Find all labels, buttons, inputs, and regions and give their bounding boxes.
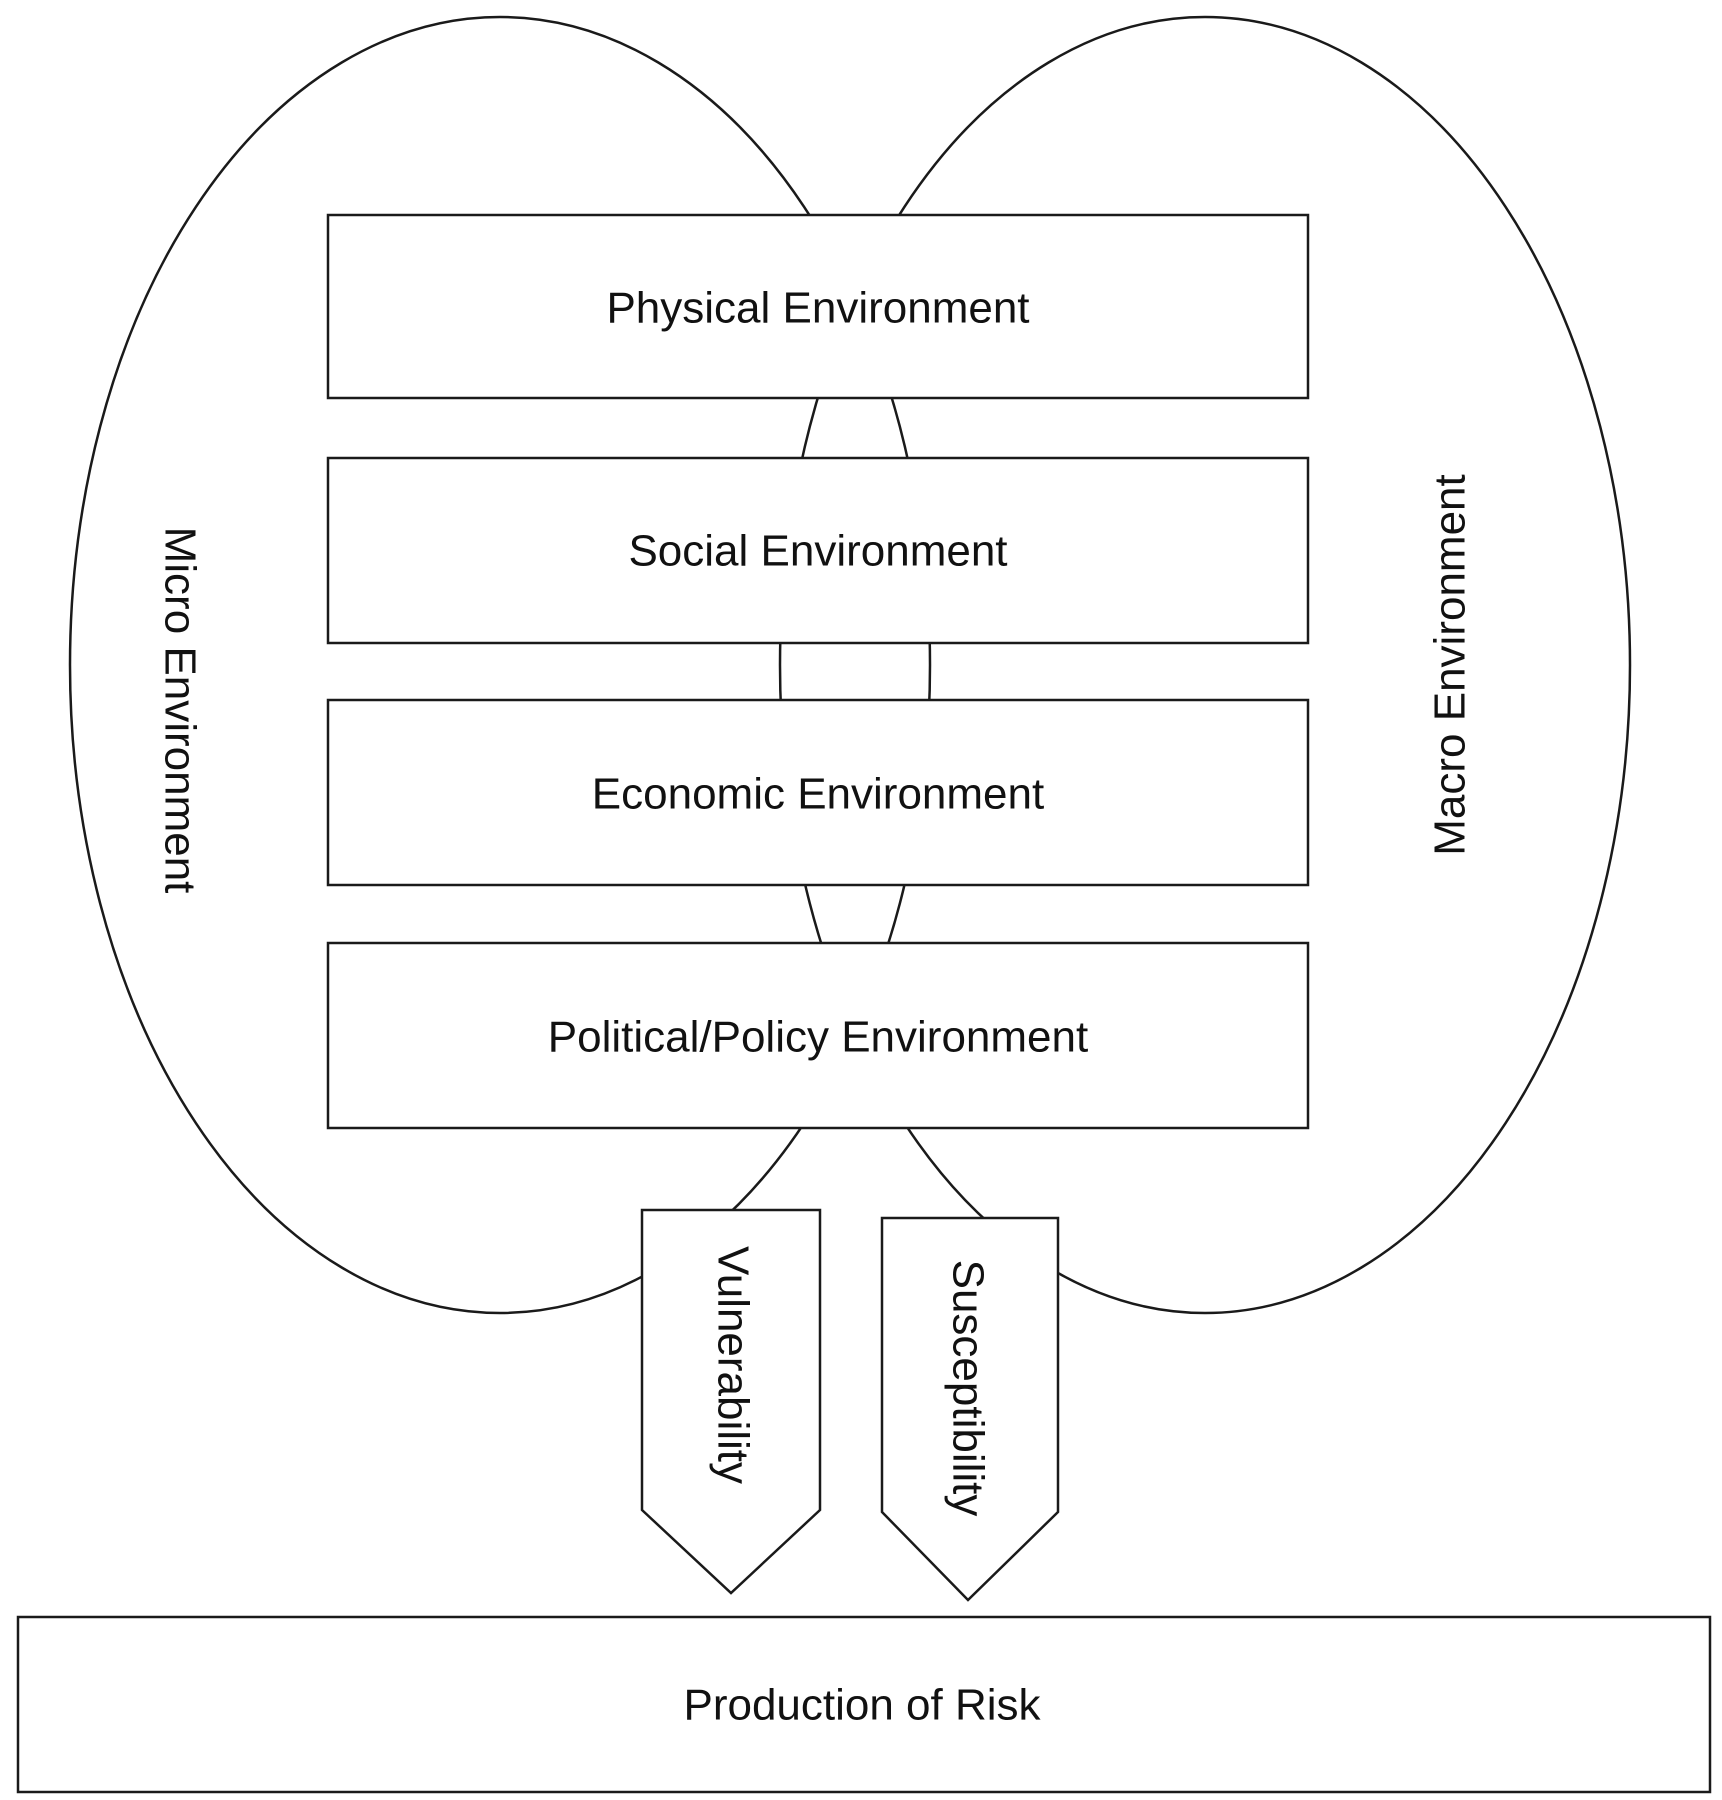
layer-political: Political/Policy Environment xyxy=(326,941,1310,1130)
arrow-susceptibility: Susceptibility xyxy=(880,1216,1060,1602)
arrow-vulnerability-label: Vulnerability xyxy=(709,1246,758,1484)
layer-physical-label: Physical Environment xyxy=(606,284,1029,333)
arrow-susceptibility-shape xyxy=(880,1216,1060,1602)
layer-economic: Economic Environment xyxy=(326,698,1310,887)
macro-environment-label: Macro Environment xyxy=(1426,474,1475,855)
layer-social: Social Environment xyxy=(326,456,1310,645)
macro-environment-ellipse xyxy=(778,15,1632,1315)
layer-economic-box xyxy=(326,698,1310,887)
layer-economic-label: Economic Environment xyxy=(592,770,1044,819)
layer-physical-box xyxy=(326,213,1310,400)
micro-environment-ellipse xyxy=(68,15,932,1315)
layer-social-label: Social Environment xyxy=(628,527,1007,576)
arrow-vulnerability: Vulnerability xyxy=(640,1208,822,1595)
arrow-vulnerability-shape xyxy=(640,1208,822,1595)
outcome-label: Production of Risk xyxy=(683,1681,1041,1730)
layer-political-box xyxy=(326,941,1310,1130)
layer-physical: Physical Environment xyxy=(326,213,1310,400)
arrow-susceptibility-label: Susceptibility xyxy=(944,1260,993,1517)
micro-environment-label: Micro Environment xyxy=(156,527,205,894)
outcome-production-of-risk: Production of Risk xyxy=(16,1615,1712,1794)
layer-social-box xyxy=(326,456,1310,645)
outcome-box xyxy=(16,1615,1712,1794)
layer-political-label: Political/Policy Environment xyxy=(548,1013,1088,1062)
